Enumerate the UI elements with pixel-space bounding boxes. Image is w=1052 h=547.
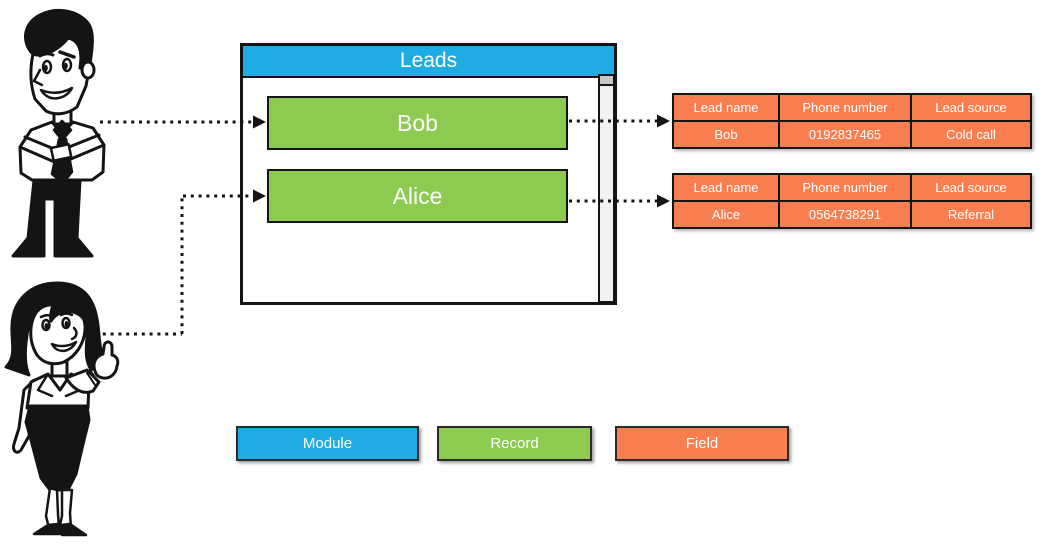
legend-module-label: Module [302,435,353,452]
header-phone-number: Phone number [778,93,912,122]
cell-lead-source: Referral [910,200,1032,229]
cell-phone-number: 0564738291 [778,200,912,229]
arrowhead-bob-right [657,114,670,128]
legend-record-label: Record [490,435,539,452]
cell-phone-number: 0192837465 [778,120,912,149]
header-lead-source: Lead source [910,93,1032,122]
header-phone-number: Phone number [778,173,912,202]
record-label: Alice [392,182,443,209]
scrollbar-thumb[interactable] [600,76,613,86]
legend-field: Field [615,426,789,461]
header-lead-source: Lead source [910,173,1032,202]
window-scrollbar[interactable] [598,74,615,303]
window-title: Leads [399,49,458,72]
alice-fields-table: Lead name Phone number Lead source Alice… [672,173,1032,229]
table-header-row: Lead name Phone number Lead source [672,173,1032,202]
businesswoman-illustration [4,281,120,537]
window-titlebar: Leads [243,46,614,78]
table-value-row: Alice 0564738291 Referral [672,200,1032,229]
businessman-illustration [11,8,106,258]
cell-lead-name: Alice [672,200,780,229]
table-header-row: Lead name Phone number Lead source [672,93,1032,122]
legend-module: Module [236,426,419,461]
legend-field-label: Field [685,435,719,452]
legend-record: Record [437,426,592,461]
header-lead-name: Lead name [672,173,780,202]
record-label: Bob [397,109,438,136]
cell-lead-source: Cold call [910,120,1032,149]
bob-fields-table: Lead name Phone number Lead source Bob 0… [672,93,1032,149]
cell-lead-name: Bob [672,120,780,149]
header-lead-name: Lead name [672,93,780,122]
arrowhead-alice-right [657,194,670,208]
record-bob: Bob [267,96,568,150]
record-alice: Alice [267,169,568,223]
table-value-row: Bob 0192837465 Cold call [672,120,1032,149]
